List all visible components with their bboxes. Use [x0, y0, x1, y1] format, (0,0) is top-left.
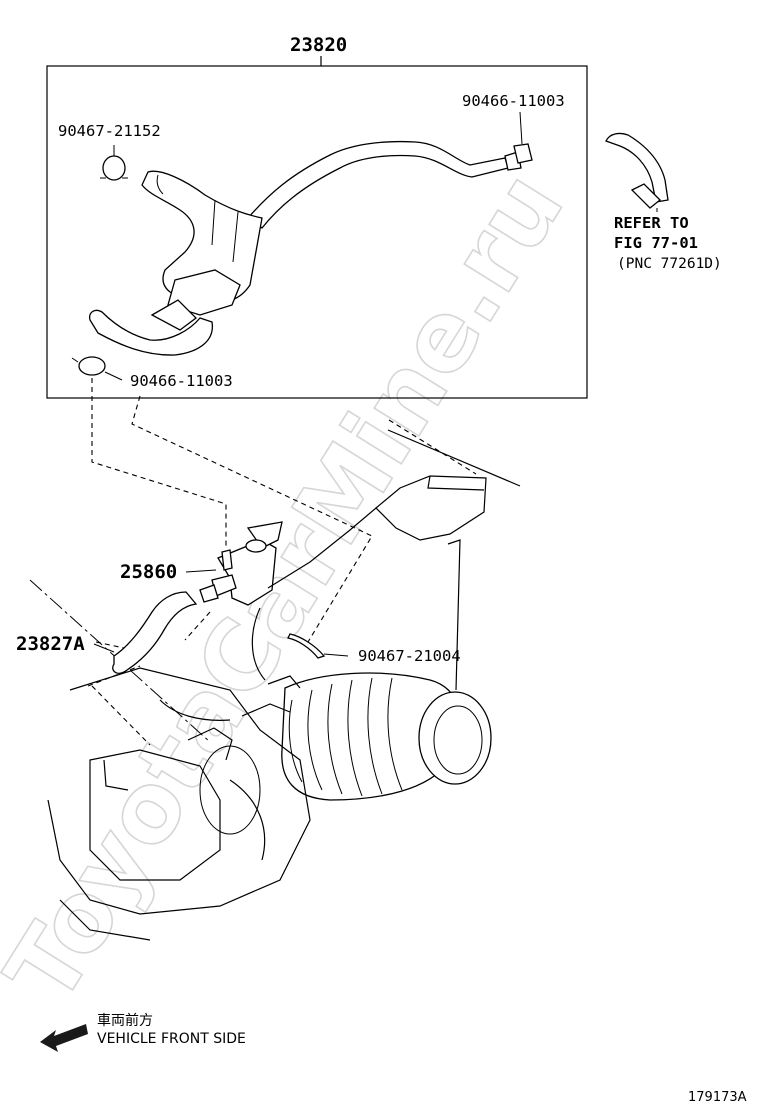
callout-90466-11003-bottom: 90466-11003 — [130, 372, 233, 390]
direction-label-japanese: 車両前方 — [97, 1012, 153, 1029]
plug-top-left — [100, 145, 128, 181]
callout-90466-11003-top: 90466-11003 — [462, 92, 565, 110]
reference-line-2: FIG 77-01 — [614, 234, 698, 252]
direction-label-english: VEHICLE FRONT SIDE — [97, 1031, 246, 1047]
clamp-90467-21004 — [287, 633, 349, 659]
callout-90467-21152: 90467-21152 — [58, 122, 161, 140]
clip-bottom-left — [71, 356, 123, 381]
callout-23827a: 23827A — [16, 633, 85, 655]
hose-23827a — [112, 591, 198, 674]
illustration-code: 179173A — [688, 1090, 747, 1105]
hose-assembly-drawing — [71, 111, 533, 381]
reference-line-1: REFER TO — [614, 214, 689, 232]
callout-25860: 25860 — [120, 561, 177, 583]
callout-90467-21004: 90467-21004 — [358, 647, 461, 665]
front-direction-arrow-icon — [40, 1024, 88, 1052]
assembly-box — [46, 56, 588, 399]
clip-top-right — [513, 111, 533, 164]
reference-hose-drawing — [605, 132, 669, 212]
watermark: ToyotaCarMine.ru — [0, 153, 585, 1022]
engine-bay-drawing — [47, 429, 521, 941]
callout-23820: 23820 — [290, 34, 347, 56]
reference-line-3: (PNC 77261D) — [617, 256, 722, 272]
vsv-part — [199, 521, 283, 606]
